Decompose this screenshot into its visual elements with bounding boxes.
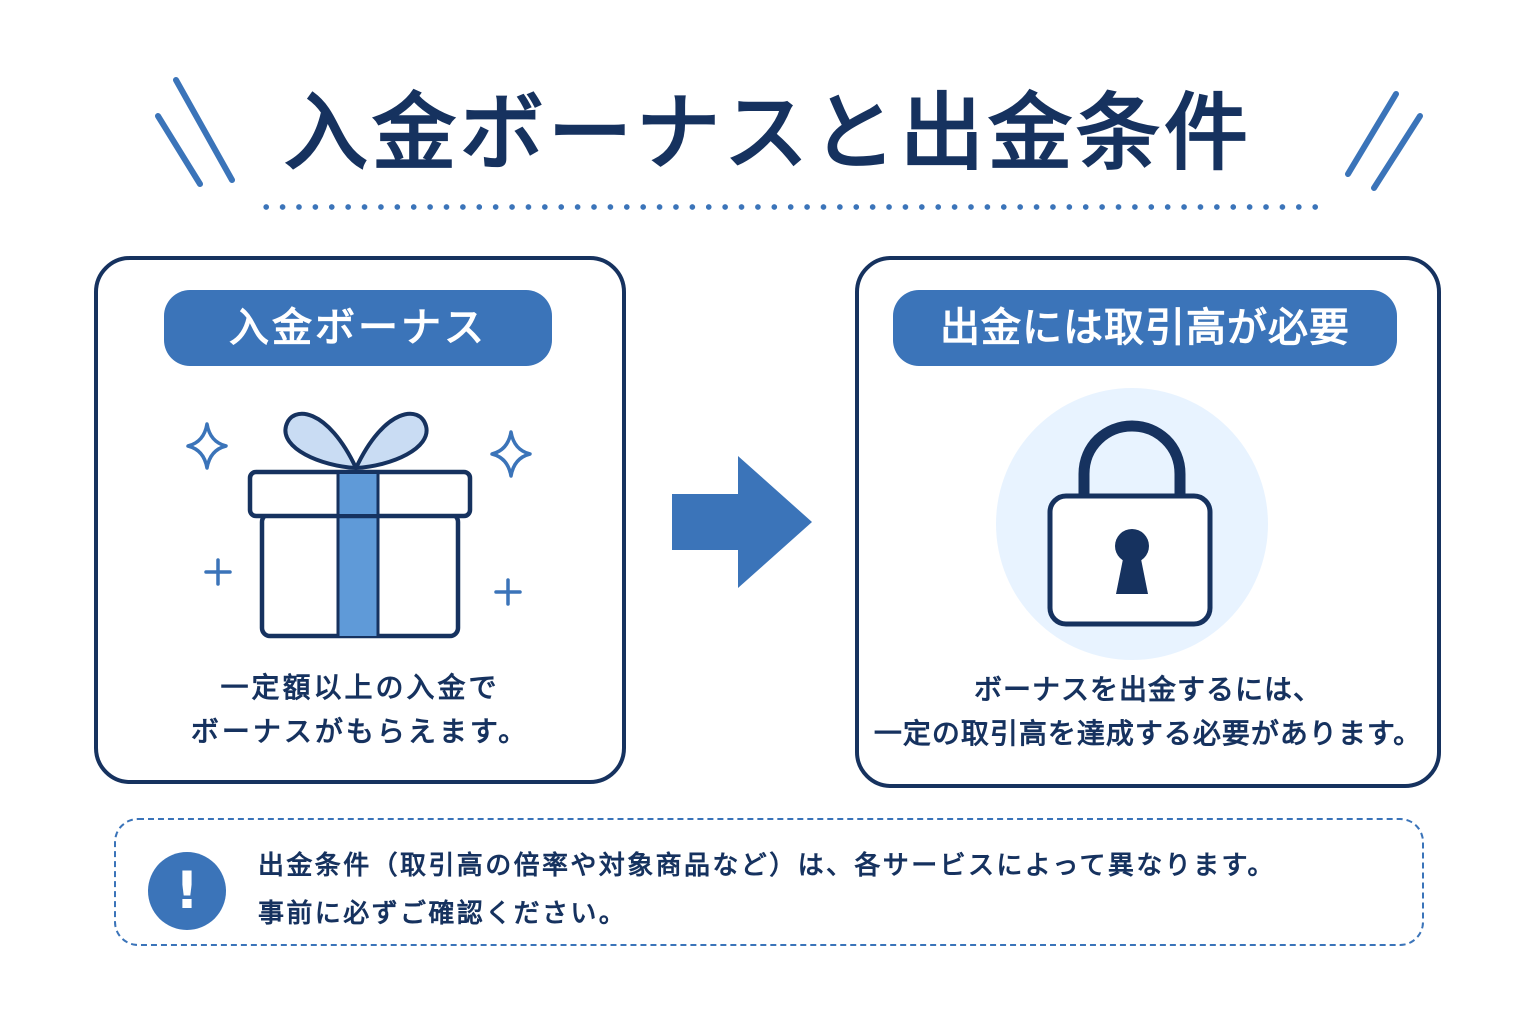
withdrawal-condition-description: ボーナスを出金するには、 一定の取引高を達成する必要があります。: [860, 668, 1436, 756]
deposit-bonus-description: 一定額以上の入金で ボーナスがもらえます。: [100, 666, 620, 754]
desc-line: ボーナスを出金するには、: [973, 673, 1322, 706]
gift-icon: [186, 411, 532, 639]
desc-line: 一定額以上の入金で: [220, 671, 500, 704]
notice-line: 事前に必ずご確認ください。: [258, 899, 628, 929]
withdrawal-condition-label: 出金には取引高が必要: [893, 290, 1397, 366]
left-accent-lines-icon: [155, 77, 235, 187]
notice-text: 出金条件（取引高の倍率や対象商品など）は、各サービスによって異なります。 事前に…: [258, 842, 1408, 938]
right-accent-lines-icon: [1345, 91, 1423, 191]
lock-icon: [996, 388, 1268, 660]
dotted-divider: [258, 203, 1324, 211]
notice-line: 出金条件（取引高の倍率や対象商品など）は、各サービスによって異なります。: [258, 851, 1276, 881]
desc-line: 一定の取引高を達成する必要があります。: [873, 717, 1423, 750]
deposit-bonus-label: 入金ボーナス: [164, 290, 552, 366]
exclamation-icon: !: [148, 852, 226, 930]
page-title: 入金ボーナスと出金条件: [283, 84, 1252, 182]
notice-box: [114, 818, 1424, 946]
arrow-right-icon: [672, 456, 812, 588]
desc-line: ボーナスがもらえます。: [190, 715, 530, 748]
